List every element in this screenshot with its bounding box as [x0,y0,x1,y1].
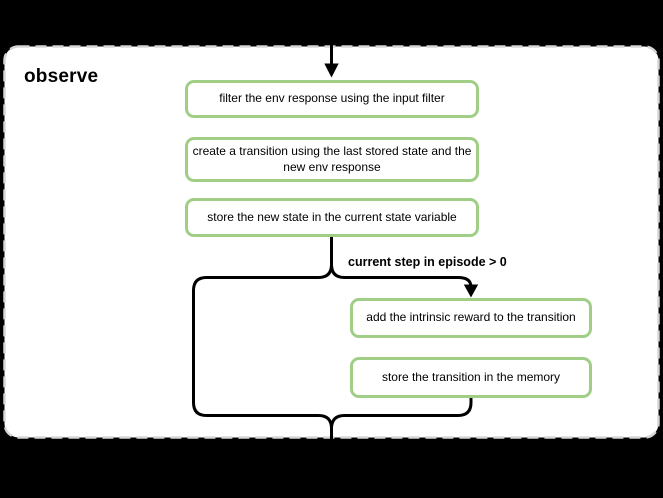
condition-label: current step in episode > 0 [348,255,507,269]
entry-arrowhead [324,63,339,78]
group-title: observe [24,66,99,87]
merge-connector [330,396,473,430]
step-store-transition: store the transition in the memory [350,357,592,398]
condition-branch-arrowhead [463,284,479,298]
skip-branch-connector [192,263,333,458]
step-store-new-state: store the new state in the current state… [185,198,479,237]
condition-branch-connector [330,263,473,289]
step-filter-env-response: filter the env response using the input … [185,80,479,118]
step-add-intrinsic-reward: add the intrinsic reward to the transiti… [350,298,592,338]
step-create-transition: create a transition using the last store… [185,137,479,182]
